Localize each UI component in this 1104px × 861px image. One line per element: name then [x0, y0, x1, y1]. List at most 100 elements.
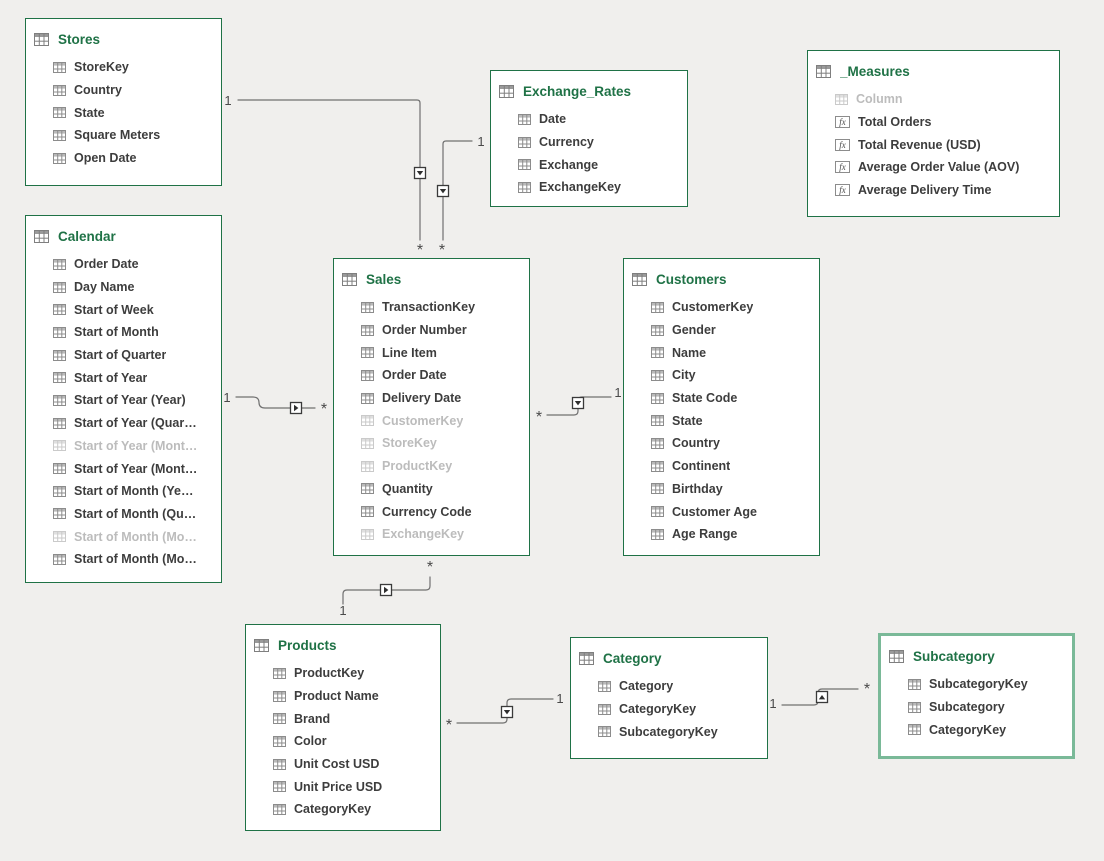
column-icon [361, 506, 374, 518]
field-row[interactable]: Column [808, 88, 1059, 111]
field-row[interactable]: ExchangeKey [491, 176, 687, 199]
field-row[interactable]: Start of Month [26, 321, 221, 344]
field-row[interactable]: CustomerKey [624, 296, 819, 319]
field-label: ProductKey [294, 666, 365, 681]
field-row[interactable]: ExchangeKey [334, 523, 529, 546]
field-row[interactable]: SubcategoryKey [571, 720, 767, 743]
field-row[interactable]: Gender [624, 319, 819, 342]
field-row[interactable]: Continent [624, 455, 819, 478]
field-row[interactable]: ProductKey [246, 662, 440, 685]
field-row[interactable]: Customer Age [624, 500, 819, 523]
field-row[interactable]: Square Meters [26, 124, 221, 147]
field-row[interactable]: SubcategoryKey [881, 673, 1072, 696]
field-row[interactable]: Name [624, 341, 819, 364]
field-row[interactable]: Quantity [334, 478, 529, 501]
field-row[interactable]: Color [246, 730, 440, 753]
field-row[interactable]: Country [26, 79, 221, 102]
field-row[interactable]: Order Date [334, 364, 529, 387]
relationship-exchange-rates-sales[interactable]: 1 * [436, 134, 485, 259]
field-row[interactable]: CategoryKey [571, 698, 767, 721]
table-header[interactable]: Sales [334, 259, 529, 296]
column-icon [361, 528, 374, 540]
field-row[interactable]: Start of Quarter [26, 344, 221, 367]
field-row[interactable]: Category [571, 675, 767, 698]
field-row[interactable]: CategoryKey [246, 798, 440, 821]
field-row[interactable]: Product Name [246, 685, 440, 708]
field-row[interactable]: State [26, 101, 221, 124]
field-row[interactable]: Delivery Date [334, 387, 529, 410]
table-header[interactable]: Calendar [26, 216, 221, 253]
field-row[interactable]: CustomerKey [334, 409, 529, 432]
field-row[interactable]: Currency [491, 131, 687, 154]
svg-text:fx: fx [839, 185, 846, 195]
field-row[interactable]: Date [491, 108, 687, 131]
field-row[interactable]: TransactionKey [334, 296, 529, 319]
relationship-category-subcategory[interactable]: 1 * [769, 681, 870, 711]
field-row[interactable]: Start of Month (Qu… [26, 503, 221, 526]
field-row[interactable]: State Code [624, 387, 819, 410]
field-row[interactable]: Open Date [26, 147, 221, 170]
table-header[interactable]: Customers [624, 259, 819, 296]
table-header[interactable]: Stores [26, 19, 221, 56]
arrow-down-icon [416, 171, 424, 176]
field-row[interactable]: Unit Price USD [246, 775, 440, 798]
relationship-products-sales[interactable]: * 1 [339, 559, 433, 618]
relationship-customers-sales[interactable]: * 1 [536, 385, 622, 426]
field-row[interactable]: Subcategory [881, 696, 1072, 719]
field-row[interactable]: Start of Week [26, 298, 221, 321]
relationship-category-products[interactable]: * 1 [446, 691, 564, 734]
field-row[interactable]: Line Item [334, 341, 529, 364]
field-row[interactable]: StoreKey [26, 56, 221, 79]
field-row[interactable]: CategoryKey [881, 718, 1072, 741]
field-row[interactable]: Birthday [624, 478, 819, 501]
field-label: SubcategoryKey [929, 677, 1028, 692]
table-header[interactable]: _Measures [808, 51, 1059, 88]
table-header[interactable]: Products [246, 625, 440, 662]
field-row[interactable]: Start of Month (Ye… [26, 480, 221, 503]
relationship-calendar-sales[interactable]: 1 * [223, 390, 327, 418]
field-row[interactable]: Start of Month (Mo… [26, 525, 221, 548]
field-row[interactable]: Start of Month (Mo… [26, 548, 221, 571]
field-row[interactable]: City [624, 364, 819, 387]
field-label: Start of Month (Qu… [74, 506, 197, 521]
field-row[interactable]: Start of Year (Mont… [26, 435, 221, 458]
field-row[interactable]: ProductKey [334, 455, 529, 478]
field-row[interactable]: Currency Code [334, 500, 529, 523]
field-row[interactable]: Order Date [26, 253, 221, 276]
field-row[interactable]: Order Number [334, 319, 529, 342]
table-header[interactable]: Subcategory [881, 636, 1072, 673]
field-label: ExchangeKey [539, 180, 621, 195]
measure-icon: fx [835, 184, 850, 197]
field-row[interactable]: Day Name [26, 276, 221, 299]
field-row[interactable]: Start of Year (Quar… [26, 412, 221, 435]
field-label: Gender [672, 323, 716, 338]
field-row[interactable]: State [624, 409, 819, 432]
field-row[interactable]: StoreKey [334, 432, 529, 455]
field-row[interactable]: Unit Cost USD [246, 753, 440, 776]
field-row[interactable]: Start of Year (Year) [26, 389, 221, 412]
field-row[interactable]: Brand [246, 707, 440, 730]
field-row[interactable]: Exchange [491, 153, 687, 176]
table-header[interactable]: Category [571, 638, 767, 675]
field-row[interactable]: Start of Year [26, 366, 221, 389]
relationship-stores-sales[interactable]: 1 * [224, 93, 427, 259]
field-row[interactable]: Country [624, 432, 819, 455]
table-header[interactable]: Exchange_Rates [491, 71, 687, 108]
table-icon [499, 85, 514, 98]
field-row[interactable]: Start of Year (Mont… [26, 457, 221, 480]
cardinality-one: 1 [224, 93, 231, 108]
field-row[interactable]: Age Range [624, 523, 819, 546]
